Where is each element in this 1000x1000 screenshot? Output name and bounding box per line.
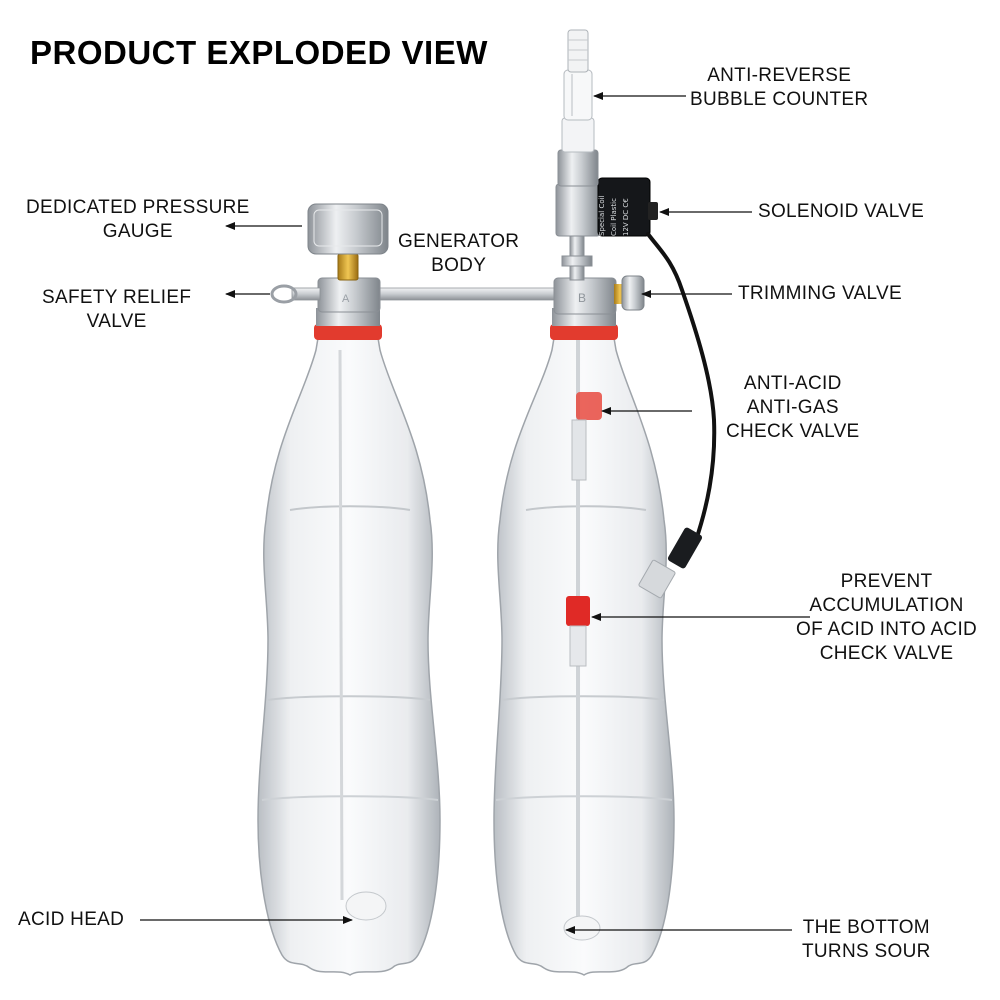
safety-relief-valve-part [270,284,321,304]
label-acid-head: ACID HEAD [18,908,124,932]
red-ring-b [550,324,618,340]
bottle-a [257,308,441,976]
cable-plug [638,527,703,599]
generator-body-bar [369,287,561,301]
label-line: ACID HEAD [18,909,125,930]
trimming-valve-part [614,275,645,311]
label-pressure-gauge: DEDICATED PRESSURE GAUGE [26,196,250,244]
leader-lines [140,92,810,934]
bottle-mark-b: B [578,291,586,305]
label-line: GAUGE [102,221,173,242]
label-line: SOLENOID VALVE [758,201,925,222]
red-ring-a [314,324,382,340]
solenoid-text-3: 12V DC C€ [622,198,630,236]
label-acid-check-valve: PREVENT ACCUMULATION OF ACID INTO ACID C… [796,570,977,666]
label-line: CHECK VALVE [726,421,860,442]
label-check-valve: ANTI-ACID ANTI-GAS CHECK VALVE [726,372,860,444]
label-line: TURNS SOUR [802,941,931,962]
label-line: SAFETY RELIEF [42,287,192,308]
label-line: PREVENT [840,571,933,592]
solenoid-cable [646,232,717,542]
solenoid-text-1: Special Coil [598,195,606,236]
label-line: ACCUMULATION [809,595,964,616]
acid-check-valve-part [566,596,590,626]
solenoid-text-2: Coil Plastic [610,198,618,236]
label-safety-relief-valve: SAFETY RELIEF VALVE [42,286,191,334]
label-line: GENERATOR [398,231,520,252]
label-line: BUBBLE COUNTER [690,89,869,110]
label-trimming-valve: TRIMMING VALVE [738,282,902,306]
label-line: ANTI-GAS [746,397,839,418]
label-line: VALVE [86,311,147,332]
label-solenoid-valve: SOLENOID VALVE [758,200,924,224]
solenoid-valve-part: Special Coil Coil Plastic 12V DC C€ [597,177,658,237]
page-title: PRODUCT EXPLODED VIEW [30,34,488,71]
label-line: DEDICATED PRESSURE [26,197,250,218]
label-line: BODY [431,255,487,276]
check-valve-part [576,392,602,420]
label-line: ANTI-REVERSE [707,65,852,86]
bottle-mark-a: A [342,293,350,305]
pressure-gauge-part [307,203,389,255]
label-bubble-counter: ANTI-REVERSE BUBBLE COUNTER [690,64,868,112]
label-line: CHECK VALVE [819,643,954,664]
label-line: ANTI-ACID [743,373,842,394]
label-line: THE BOTTOM [802,917,930,938]
label-line: OF ACID INTO ACID [796,619,978,640]
label-bottom: THE BOTTOM TURNS SOUR [802,916,931,964]
bottle-b [493,308,675,976]
label-generator-body: GENERATOR BODY [398,230,519,278]
bubble-counter-part [557,29,599,187]
label-line: TRIMMING VALVE [738,283,902,304]
